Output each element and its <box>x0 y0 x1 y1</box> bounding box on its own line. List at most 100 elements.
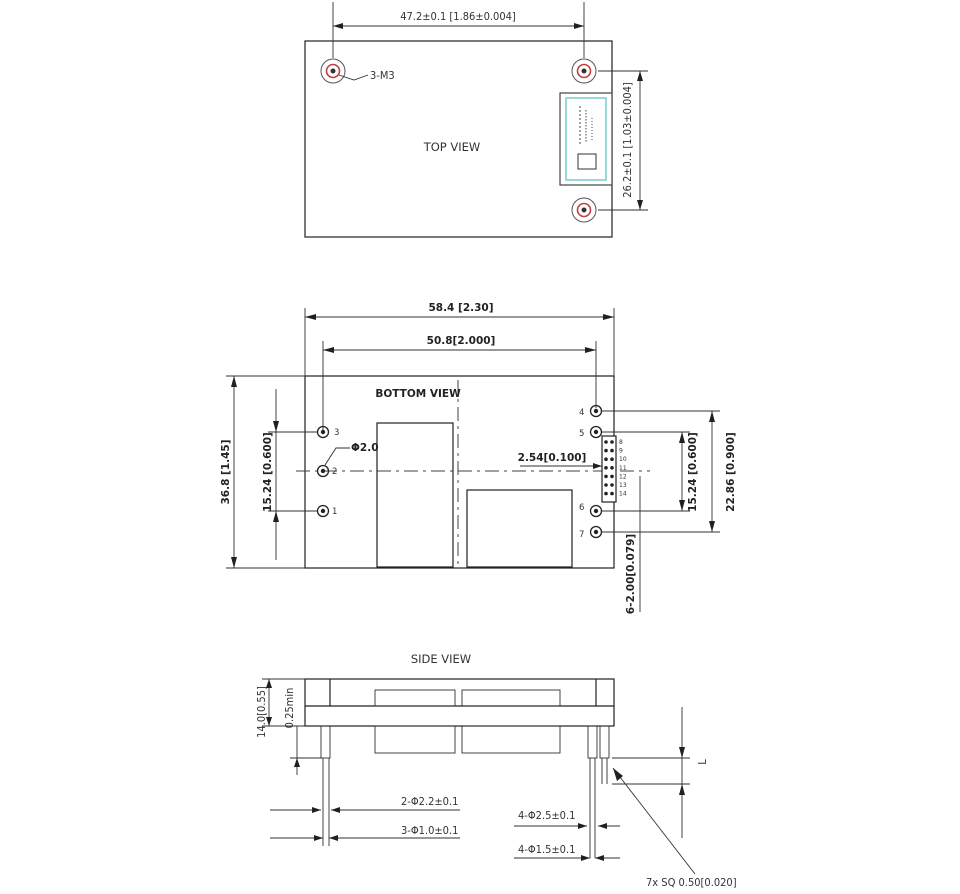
bot-dim-pin-span: 50.8[2.000] <box>427 335 496 347</box>
header-pin <box>610 448 614 453</box>
arrow-head <box>231 557 237 568</box>
mount-hole-bottom-right <box>571 197 597 223</box>
pin-5 <box>589 425 603 439</box>
bottom-view-title: BOTTOM VIEW <box>375 388 461 400</box>
arrow-head <box>679 500 685 511</box>
arrow-head <box>581 855 590 861</box>
header-pin <box>604 457 608 462</box>
header-pin <box>610 457 614 462</box>
pin-label-3: 3 <box>334 428 339 438</box>
header-pin <box>610 466 614 470</box>
arrow-head <box>333 23 343 29</box>
component-left <box>376 422 454 568</box>
bottom-view: 58.4 [2.30] 50.8[2.000] 36.8 [1.45] 15.2… <box>220 302 737 614</box>
header-pin-label: 9 <box>619 448 623 455</box>
side-pin-left-shoulder <box>320 725 331 759</box>
header-pin <box>604 466 608 470</box>
pin-label-2: 2 <box>332 467 337 477</box>
side-view: SIDE VIEW 14.0[0.55] 0.25min <box>255 652 737 889</box>
arrow-head <box>709 521 715 532</box>
pin-label-6: 6 <box>579 503 584 513</box>
pin-4 <box>589 404 603 418</box>
arrow-head <box>578 823 587 829</box>
side-pin-right-shoulder <box>587 725 598 759</box>
header-pin-label: 13 <box>619 482 627 489</box>
arrow-head <box>305 314 316 320</box>
note-right-outer: 4-Φ2.5±0.1 <box>518 809 575 822</box>
label-border <box>565 97 607 181</box>
side-component-b-bottom <box>461 725 561 754</box>
bot-dim-pitch: 2.54[0.100] <box>518 452 587 464</box>
pin-6 <box>589 504 603 518</box>
mount-hole-top-right <box>571 58 597 84</box>
bot-dim-left-pins: 15.24 [0.600] <box>262 432 274 512</box>
arrow-head <box>266 679 272 688</box>
side-component-a-top <box>374 689 456 707</box>
pin-label-7: 7 <box>579 530 584 540</box>
pin-label-4: 4 <box>579 408 584 418</box>
side-dim-L: L <box>696 759 709 765</box>
arrow-head <box>595 855 604 861</box>
header-pin <box>610 474 614 479</box>
pin-7 <box>589 525 603 539</box>
arrow-head <box>637 200 643 210</box>
arrow-head <box>331 807 340 813</box>
top-view: 47.2±0.1 [1.86±0.004] 3-M3 TOP VIEW <box>304 2 648 238</box>
thread-note: 3-M3 <box>370 69 395 82</box>
pin-label-1: 1 <box>332 507 337 517</box>
header-pin-label: 8 <box>619 439 623 446</box>
component-right <box>466 489 573 568</box>
arrow-head <box>679 432 685 443</box>
top-view-title: TOP VIEW <box>423 140 481 154</box>
header-pin <box>604 448 608 453</box>
arrow-head <box>709 411 715 422</box>
note-small-pin: 3-Φ1.0±0.1 <box>401 824 458 837</box>
header-pin <box>604 440 608 444</box>
side-view-title: SIDE VIEW <box>411 652 471 666</box>
bot-dim-right-outer: 22.86 [0.900] <box>725 432 737 512</box>
bottom-view-outline <box>304 375 615 569</box>
note-square-pins: 7x SQ 0.50[0.020] <box>646 876 737 889</box>
square-pin-leader <box>612 767 696 875</box>
side-component-b-top <box>461 689 561 707</box>
pin-label-5: 5 <box>579 429 584 439</box>
arrow-head <box>266 717 272 726</box>
arrow-head <box>593 463 602 469</box>
arrow-head <box>312 807 321 813</box>
arrow-head <box>613 768 623 781</box>
mount-hole-top-left <box>320 58 346 84</box>
bot-dim-pin-dia: 6-2.00[0.079] <box>625 534 637 614</box>
side-component-a-bottom <box>374 725 456 754</box>
arrow-head <box>637 71 643 81</box>
header-pin-label: 12 <box>619 473 627 480</box>
bot-dim-right-pins: 15.24 [0.600] <box>687 432 699 512</box>
bot-dim-overall-width: 58.4 [2.30] <box>428 302 493 314</box>
side-header-shoulder <box>599 725 610 759</box>
label-sticker <box>559 92 613 186</box>
header-pin-label: 14 <box>619 491 627 498</box>
arrow-head <box>323 347 334 353</box>
side-housing <box>304 678 615 727</box>
header-pin-label: 10 <box>619 456 627 463</box>
arrow-head <box>329 835 338 841</box>
header-pin-column <box>604 440 614 496</box>
side-dim-min: 0.25min <box>283 688 296 729</box>
label-barcode-box <box>577 153 597 170</box>
arrow-head <box>273 511 279 522</box>
pin-3 <box>316 425 330 439</box>
note-large-pin: 2-Φ2.2±0.1 <box>401 795 458 808</box>
arrow-head <box>585 347 596 353</box>
arrow-head <box>314 835 323 841</box>
arrow-head <box>231 376 237 387</box>
header-pin <box>604 474 608 479</box>
top-dim-width: 47.2±0.1 [1.86±0.004] <box>400 10 516 23</box>
header-pin <box>610 483 614 487</box>
header-pin <box>610 491 614 496</box>
header-pin <box>604 483 608 487</box>
arrow-head <box>574 23 584 29</box>
thread-leader <box>338 74 369 81</box>
note-right-inner: 4-Φ1.5±0.1 <box>518 843 575 856</box>
top-dim-height: 26.2±0.1 [1.03±0.004] <box>621 82 634 198</box>
